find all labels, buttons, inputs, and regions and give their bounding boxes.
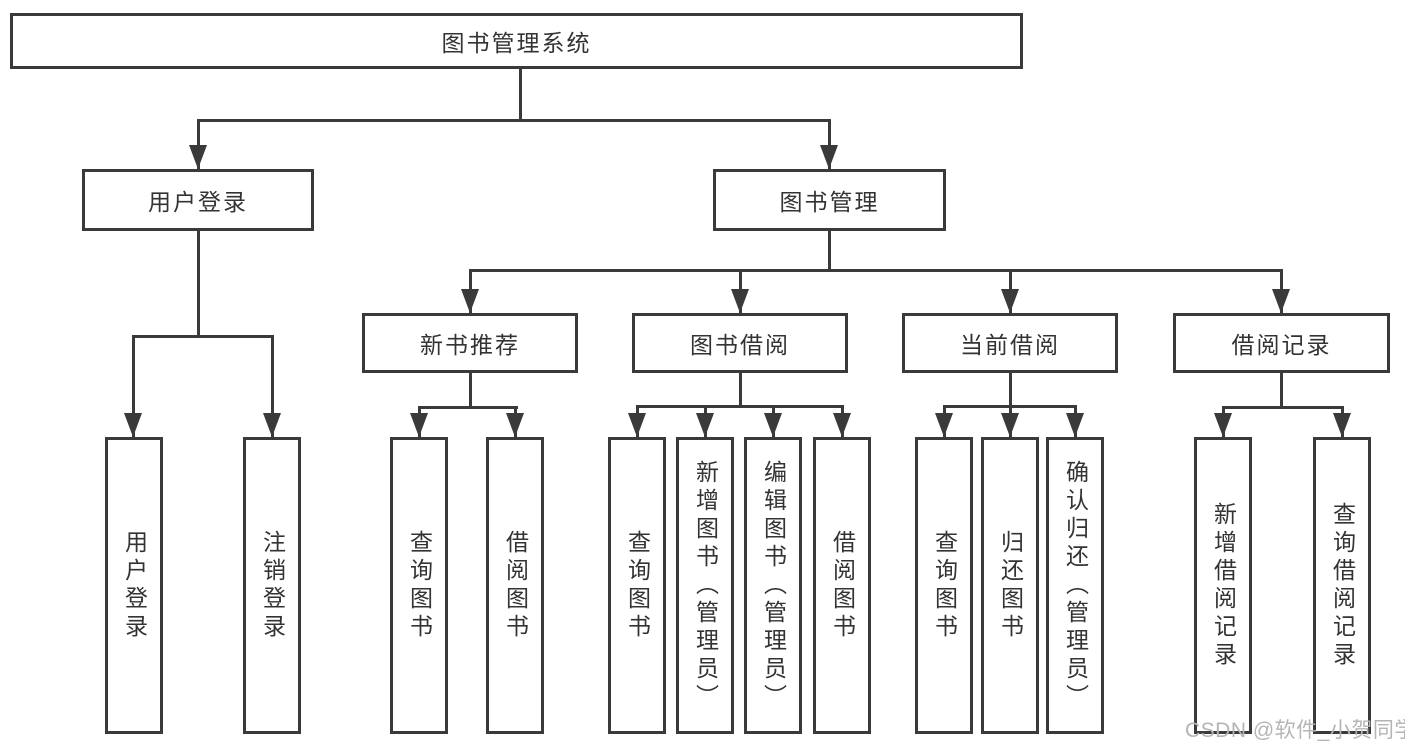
connector-mgmt-rail (469, 269, 1283, 272)
node-leaf-user-login: 用户登录 (105, 437, 163, 734)
arrowhead-down-icon (820, 145, 838, 169)
csdn-watermark: CSDN @软件_小贺同学 (1185, 719, 1405, 742)
arrowhead-down-icon (1333, 413, 1351, 437)
node-leaf-add-borrow-record: 新增借阅记录 (1194, 437, 1252, 734)
connector-login-rail (132, 335, 274, 338)
arrowhead-down-icon (833, 413, 851, 437)
connector-root-rail (197, 119, 830, 122)
node-leaf-return-book: 归还图书 (981, 437, 1039, 734)
node-leaf-current-query-book: 查询图书 (915, 437, 973, 734)
connector-branch-line (197, 119, 200, 169)
arrowhead-down-icon (935, 413, 953, 437)
connector-borrow-drop (739, 373, 742, 408)
node-book-borrow: 图书借阅 (632, 313, 848, 373)
connector-current-drop (1009, 373, 1012, 408)
node-leaf-recommend-query-book: 查询图书 (390, 437, 448, 734)
connector-mgmt-drop (828, 231, 831, 272)
arrowhead-down-icon (461, 289, 479, 313)
node-leaf-logout: 注销登录 (243, 437, 301, 734)
arrowhead-down-icon (731, 289, 749, 313)
arrowhead-down-icon (1066, 413, 1084, 437)
node-book-management: 图书管理 (713, 169, 946, 231)
connector-records-drop (1280, 373, 1283, 409)
node-leaf-query-borrow-record: 查询借阅记录 (1313, 437, 1371, 734)
connector-branch-line (271, 335, 274, 437)
node-current-borrow: 当前借阅 (902, 313, 1118, 373)
connector-login-drop (197, 231, 200, 338)
node-library-system: 图书管理系统 (10, 13, 1023, 69)
node-user-login: 用户登录 (82, 169, 314, 231)
arrowhead-down-icon (1001, 289, 1019, 313)
node-leaf-borrow-book: 借阅图书 (813, 437, 871, 734)
connector-records-rail (1222, 406, 1344, 409)
arrowhead-down-icon (1272, 289, 1290, 313)
node-leaf-add-book-admin: 新增图书（管理员） (676, 437, 734, 734)
arrowhead-down-icon (506, 413, 524, 437)
connector-branch-line (132, 335, 135, 437)
connector-branch-line (828, 119, 831, 169)
node-leaf-borrow-query-book: 查询图书 (608, 437, 666, 734)
arrowhead-down-icon (410, 413, 428, 437)
arrowhead-down-icon (1214, 413, 1232, 437)
node-leaf-recommend-borrow-book: 借阅图书 (486, 437, 544, 734)
arrowhead-down-icon (189, 145, 207, 169)
arrowhead-down-icon (628, 413, 646, 437)
arrowhead-down-icon (124, 413, 142, 437)
node-borrow-records: 借阅记录 (1173, 313, 1390, 373)
connector-borrow-rail (636, 405, 844, 408)
arrowhead-down-icon (263, 413, 281, 437)
connector-recommend-drop (469, 373, 472, 409)
connector-root-drop (519, 68, 522, 122)
arrowhead-down-icon (764, 413, 782, 437)
node-leaf-edit-book-admin: 编辑图书（管理员） (744, 437, 802, 734)
arrowhead-down-icon (1001, 413, 1019, 437)
node-new-book-recommend: 新书推荐 (362, 313, 578, 373)
node-leaf-confirm-return-admin: 确认归还（管理员） (1046, 437, 1104, 734)
arrowhead-down-icon (696, 413, 714, 437)
connector-recommend-rail (418, 406, 518, 409)
